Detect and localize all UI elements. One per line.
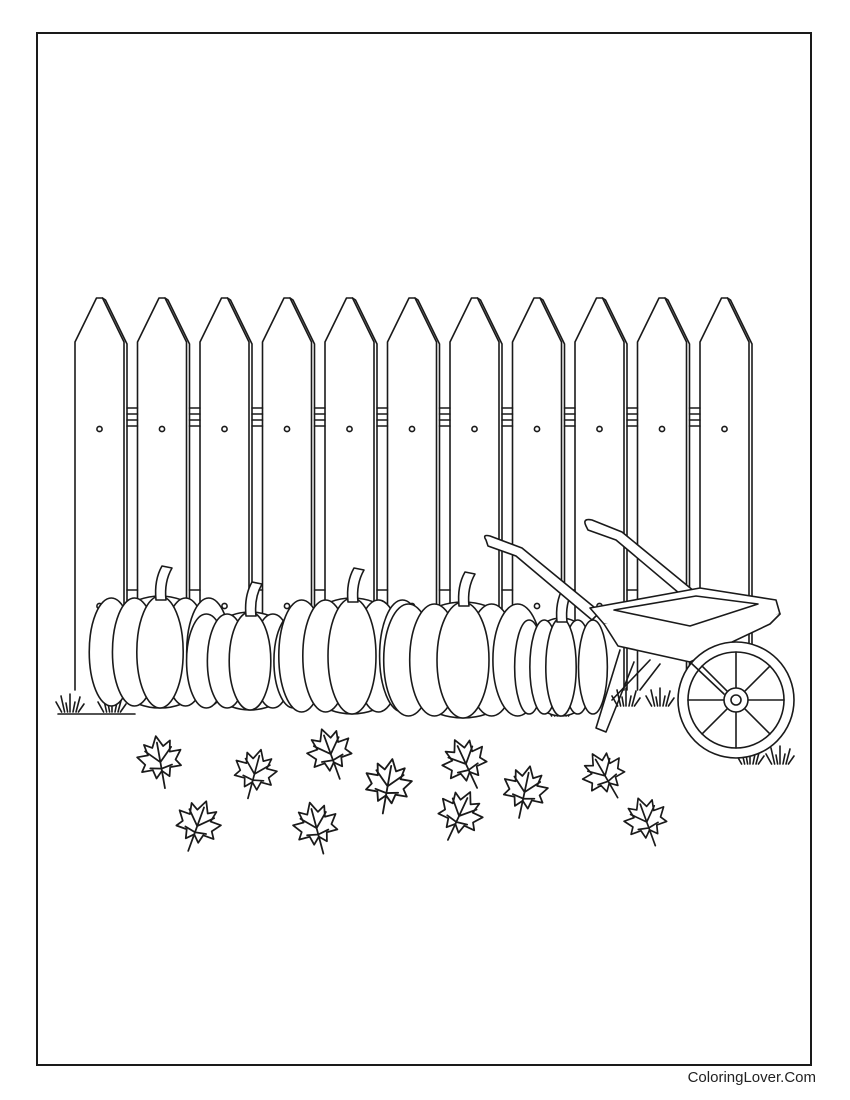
grass-tuft (611, 687, 641, 707)
fallen-leaves (136, 728, 668, 855)
page-border (36, 32, 812, 1066)
fence-picket (136, 297, 201, 691)
maple-leaf (581, 752, 626, 799)
fence-picket (386, 297, 451, 691)
maple-leaf (292, 801, 339, 855)
fence-picket (324, 297, 389, 691)
fence-picket (261, 297, 326, 691)
pumpkin (185, 581, 315, 711)
wheelbarrow-handle-left (483, 534, 601, 621)
wheel-hub (723, 687, 749, 713)
maple-leaf (623, 797, 668, 847)
fence-picket (199, 297, 264, 691)
grass-tuft (765, 745, 795, 765)
fence-picket (574, 297, 639, 691)
pumpkin-row (88, 565, 609, 719)
picket-fence (74, 297, 753, 691)
fence-picket (449, 297, 514, 691)
fence-picket (511, 297, 576, 691)
watermark-text: ColoringLover.Com (687, 1069, 816, 1086)
pumpkin (513, 587, 609, 717)
wheelbarrow-leg (595, 649, 635, 733)
maple-leaf (437, 791, 484, 841)
maple-leaf (136, 735, 182, 790)
grass-tuft (645, 687, 675, 707)
wheelbarrow (483, 518, 795, 759)
maple-leaf (175, 800, 222, 852)
maple-leaf (365, 758, 413, 815)
grass-tuft (55, 693, 85, 713)
maple-leaf (306, 728, 353, 780)
wheelbarrow-handle-right (584, 518, 701, 605)
maple-leaf (233, 748, 278, 800)
maple-leaf (441, 739, 488, 789)
maple-leaf (502, 765, 549, 819)
